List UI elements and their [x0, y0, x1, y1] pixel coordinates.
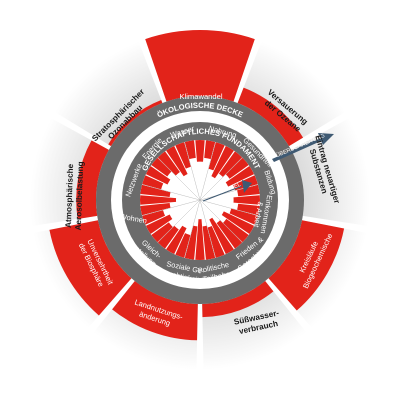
shortfall-wedge-10-2: [151, 157, 172, 177]
shortfall-wedge-8-1: [145, 214, 173, 234]
inner-divider-8: [157, 199, 201, 243]
overshoot-wedges: [49, 30, 345, 341]
shortfall-wedge-11-1: [166, 145, 188, 177]
inner-divider-2: [199, 157, 243, 201]
inner-divider-7: [184, 199, 201, 259]
shortfall-wedge-9-0: [140, 203, 171, 216]
overshoot-wedge-land: [112, 281, 198, 341]
inner-divider-11: [157, 157, 201, 201]
shortfall-wedge-1-2: [218, 151, 243, 177]
shortfall-wedge-0-1: [195, 140, 205, 162]
overshoot-wedge-freshwater: [202, 281, 274, 318]
shortfall-wedge-2-1: [225, 166, 255, 187]
shortfall-wedge-4-1: [221, 211, 255, 234]
shortfall-wedge-9-2: [140, 184, 171, 197]
shortfall-wedge-1-1: [211, 145, 234, 179]
shortfall-wedge-11-0: [157, 151, 180, 176]
label-income-2: & Arbeit: [252, 201, 265, 228]
inner-divider-10: [141, 184, 201, 201]
inner-divider-0: [184, 141, 201, 201]
shortfall-wedge-8-2: [142, 210, 166, 225]
inner-divider-9: [141, 199, 201, 216]
shortfall-wedge-10-0: [142, 175, 164, 190]
shortfall-wedge-4-0: [229, 208, 258, 225]
shortfall-wedge-6-0: [202, 225, 216, 260]
shortfall-wedge-10-1: [145, 166, 171, 185]
overshoot-wedge-climate: [145, 30, 255, 102]
shortfall-wedge-8-0: [151, 222, 173, 243]
shortfall-wedge-11-2: [175, 142, 191, 169]
overshoot-wedge-aerosol: [76, 140, 109, 219]
fade-sector-ozone: [54, 41, 163, 147]
shortfall-wedge-4-2: [223, 218, 249, 243]
inner-divider-6: [199, 199, 216, 259]
shortfall-wedge-6-2: [184, 225, 198, 260]
shortfall-wedge-9-1: [140, 195, 177, 205]
shortfall-wedge-7-1: [166, 225, 187, 255]
overshoot-wedge-ocean: [237, 87, 304, 147]
shortfall-wedge-0-0: [184, 140, 196, 160]
label-climate: Klimawandel: [179, 92, 222, 101]
shortfall-wedge-3-1: [233, 195, 260, 205]
inner-divider-4: [199, 199, 259, 216]
inner-divider-1: [199, 141, 216, 201]
label-aerosol-1: Atmosphärische: [64, 163, 75, 228]
shortfall-wedge-3-0: [237, 184, 260, 197]
shortfall-wedge-5-1: [209, 217, 234, 255]
shortfall-wedge-6-1: [195, 219, 205, 260]
shortfall-wedge-5-0: [216, 220, 243, 249]
overshoot-wedge-biodiversity: [49, 220, 132, 316]
inner-divider-5: [199, 199, 243, 243]
shortfall-wedge-7-0: [175, 233, 191, 258]
inner-dividers: [141, 141, 259, 259]
shortfall-wedge-3-2: [237, 203, 260, 216]
shortfall-wedge-0-2: [204, 140, 216, 160]
label-aerosol-2: Aerosolbelastung: [74, 161, 85, 230]
overshoot-wedge-nitrogen: [268, 220, 345, 311]
overshoot-wedge-ozone: [108, 99, 163, 147]
shortfall-wedge-2-0: [225, 157, 249, 179]
shortfall-wedge-5-2: [207, 225, 225, 258]
shortfall-wedge-1-0: [208, 142, 225, 171]
fade-sector-ocean: [237, 41, 346, 147]
shortfall-wedge-7-2: [157, 225, 179, 249]
